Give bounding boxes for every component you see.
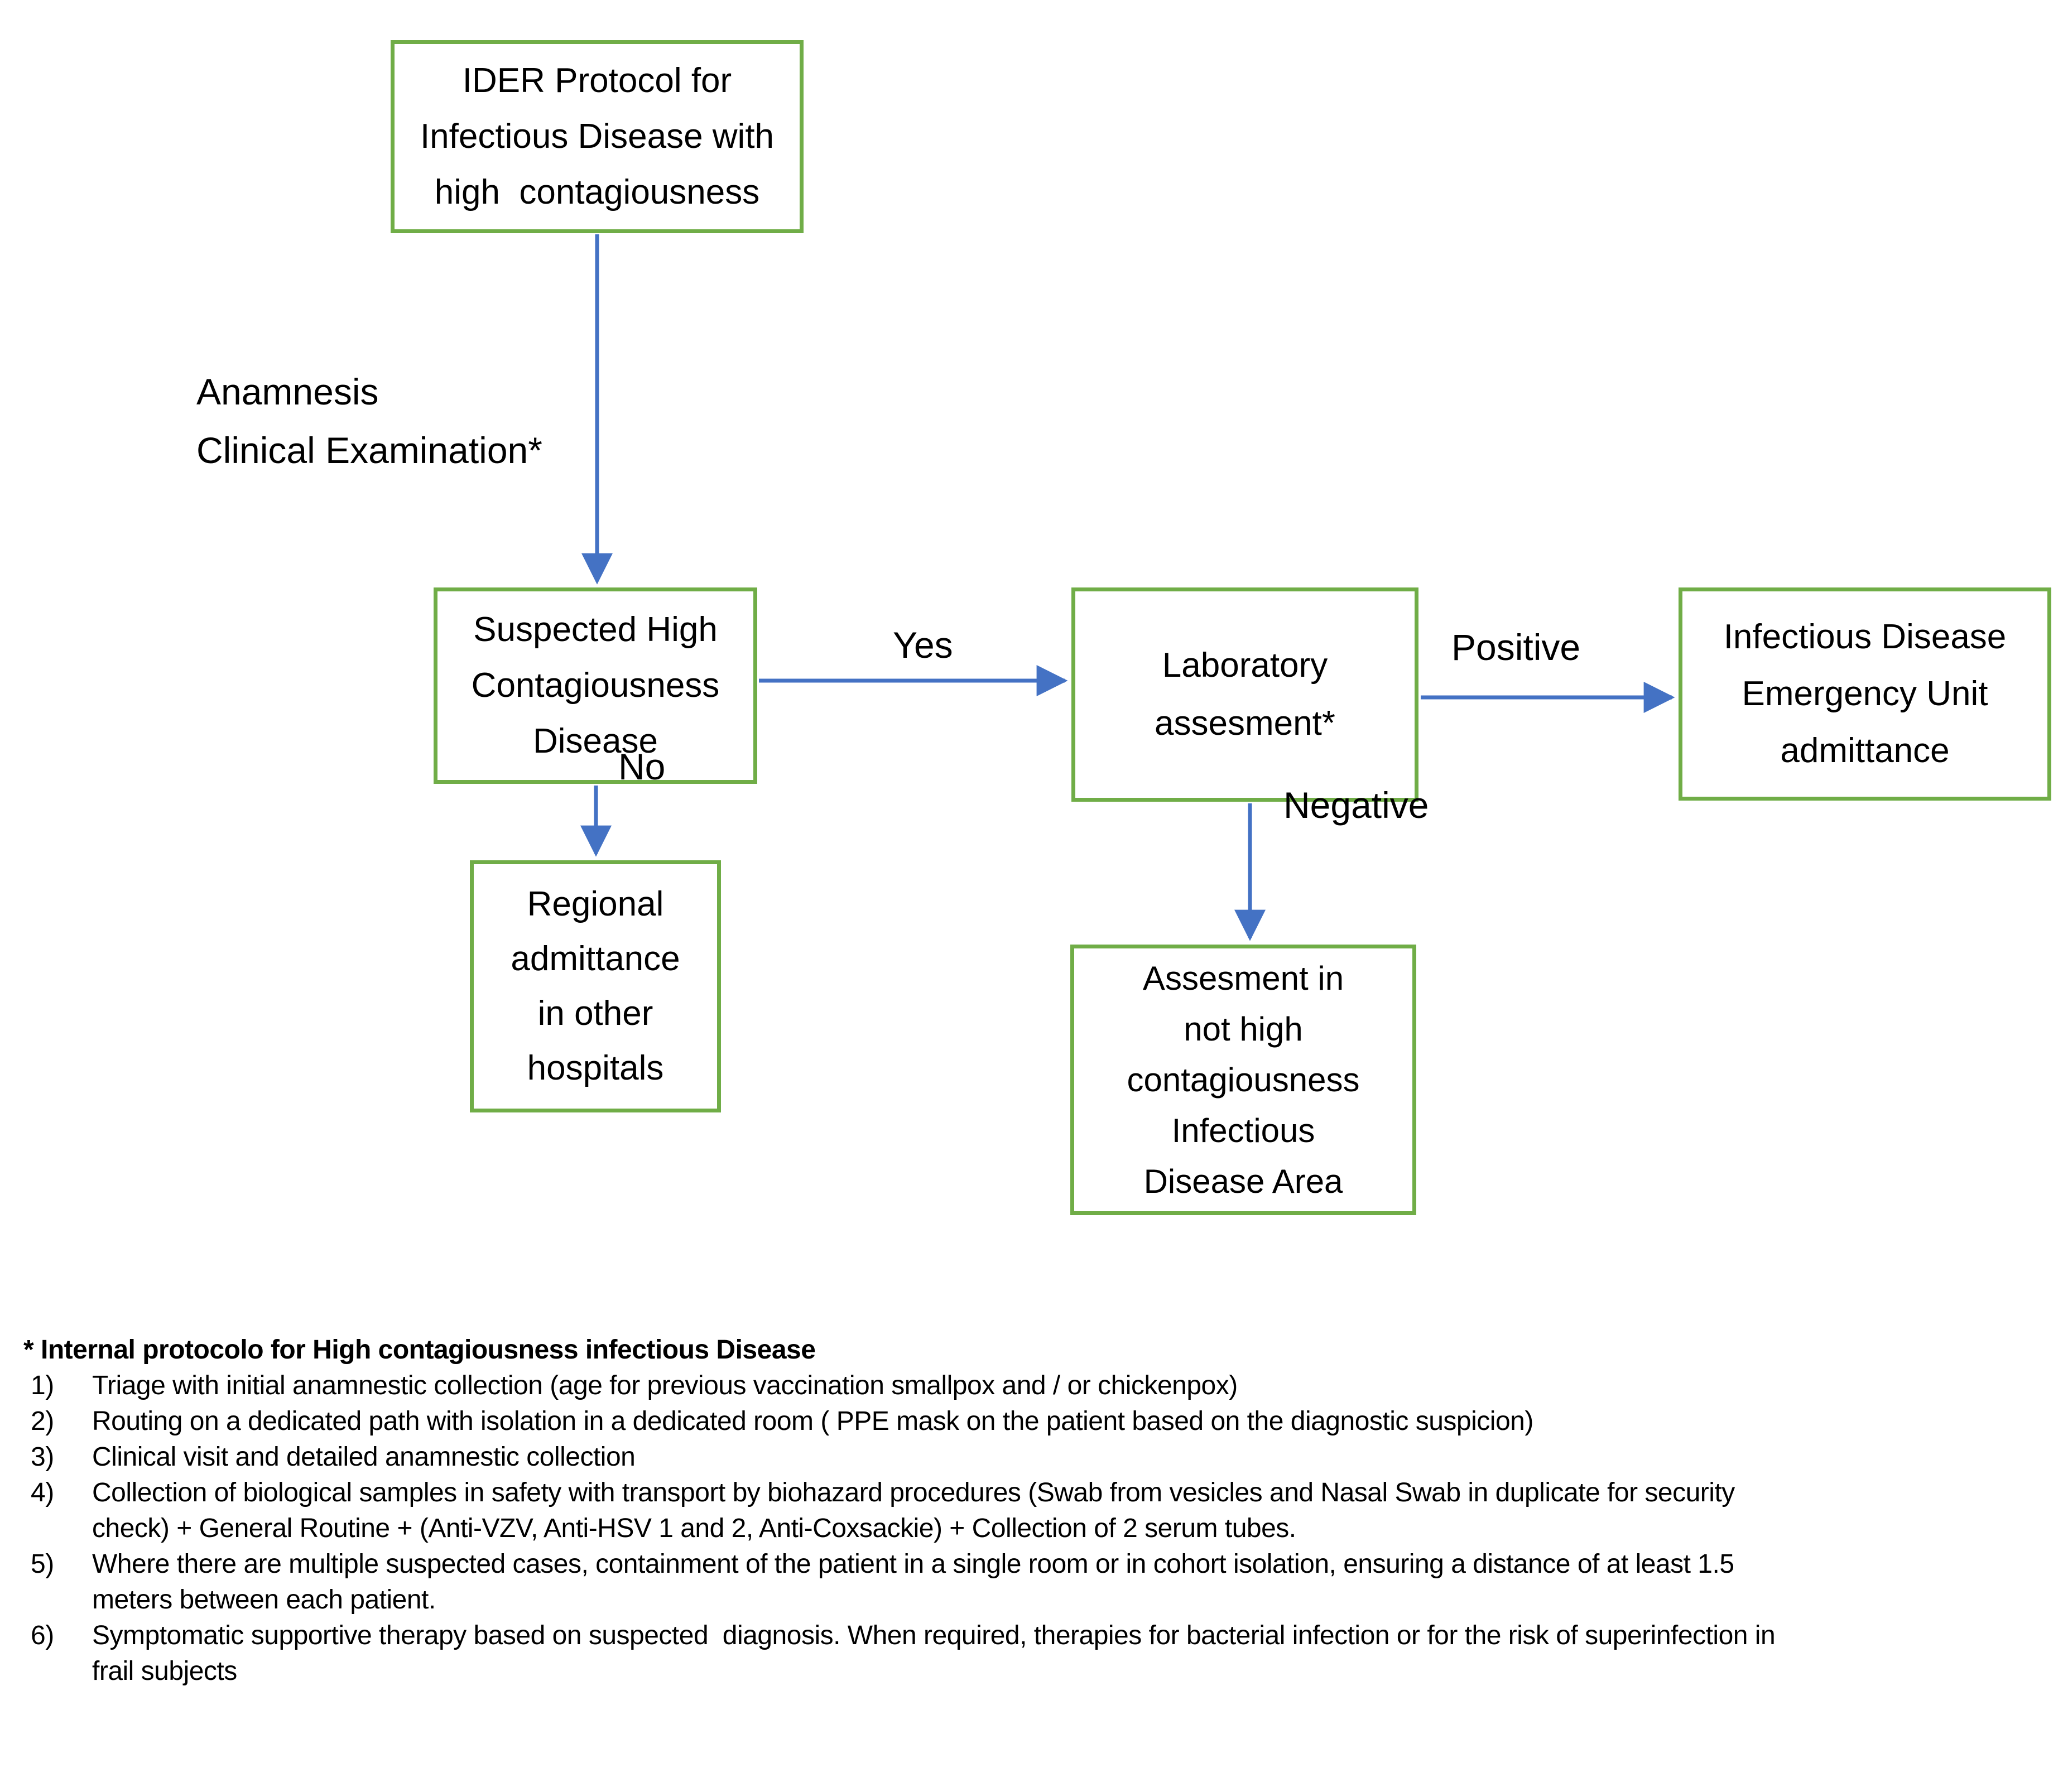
footnote-text-6: Symptomatic supportive therapy based on … — [92, 1621, 1782, 1686]
regional-box-line2: admittance — [511, 940, 680, 978]
assessment-box-line1: Assesment in — [1142, 960, 1344, 997]
anamnesis-label-line1: Anamnesis — [196, 371, 379, 412]
suspected-box-line1: Suspected High — [473, 610, 718, 649]
footnote-item-3: 3) Clinical visit and detailed anamnesti… — [23, 1439, 1781, 1475]
footnote-item-2: 2) Routing on a dedicated path with isol… — [23, 1404, 1781, 1439]
protocol-box: IDER Protocol for Infectious Disease wit… — [391, 40, 804, 233]
footnote-number-6: 6) — [31, 1621, 54, 1650]
assessment-area-box: Assesment in not high contagiousness Inf… — [1070, 945, 1416, 1215]
emergency-box-line3: admittance — [1780, 731, 1950, 770]
footnote-number-2: 2) — [31, 1406, 54, 1436]
laboratory-assessment-box: Laboratory assesment* — [1071, 587, 1418, 802]
no-edge-label: No — [618, 746, 666, 787]
regional-box-line3: in other — [537, 994, 653, 1033]
regional-box-line1: Regional — [527, 885, 664, 923]
regional-admittance-box: Regional admittance in other hospitals — [470, 860, 721, 1112]
footnotes-section: * Internal protocolo for High contagious… — [23, 1332, 1781, 1689]
emergency-box-line1: Infectious Disease — [1723, 618, 2007, 656]
negative-edge-label: Negative — [1283, 784, 1429, 826]
protocol-box-line2: Infectious Disease with — [420, 117, 775, 156]
assessment-box-line4: Infectious — [1171, 1112, 1315, 1149]
footnote-item-5: 5) Where there are multiple suspected ca… — [23, 1547, 1781, 1618]
positive-edge-label: Positive — [1451, 627, 1581, 668]
protocol-box-line1: IDER Protocol for — [462, 61, 732, 100]
laboratory-box-line2: assesment* — [1155, 704, 1335, 743]
footnote-item-1: 1) Triage with initial anamnestic collec… — [23, 1368, 1781, 1404]
suspected-box-line3: Disease — [533, 722, 658, 760]
footnote-number-4: 4) — [31, 1478, 54, 1507]
suspected-disease-box: Suspected High Contagiousness Disease — [434, 587, 757, 784]
footnote-text-3: Clinical visit and detailed anamnestic c… — [92, 1442, 636, 1472]
emergency-box-line2: Emergency Unit — [1742, 675, 1988, 713]
assessment-box-line3: contagiousness — [1127, 1061, 1360, 1099]
footnote-number-5: 5) — [31, 1549, 54, 1579]
footnote-item-4: 4) Collection of biological samples in s… — [23, 1475, 1781, 1547]
footnote-item-6: 6) Symptomatic supportive therapy based … — [23, 1618, 1781, 1689]
footnote-text-2: Routing on a dedicated path with isolati… — [92, 1406, 1533, 1436]
suspected-box-line2: Contagiousness — [471, 666, 720, 705]
regional-box-line4: hospitals — [527, 1049, 664, 1087]
yes-edge-label: Yes — [893, 624, 953, 666]
footnotes-header: * Internal protocolo for High contagious… — [23, 1335, 816, 1365]
footnote-number-3: 3) — [31, 1442, 54, 1472]
protocol-box-line3: high contagiousness — [434, 173, 760, 211]
footnote-text-1: Triage with initial anamnestic collectio… — [92, 1371, 1238, 1400]
footnote-number-1: 1) — [31, 1371, 54, 1400]
anamnesis-label-line2: Clinical Examination* — [196, 430, 542, 471]
emergency-unit-box: Infectious Disease Emergency Unit admitt… — [1679, 587, 2051, 801]
laboratory-box-line1: Laboratory — [1162, 646, 1328, 685]
anamnesis-label: Anamnesis Clinical Examination* — [196, 363, 542, 480]
footnote-text-4: Collection of biological samples in safe… — [92, 1478, 1742, 1543]
assessment-box-line5: Disease Area — [1143, 1163, 1343, 1200]
assessment-box-line2: not high — [1184, 1010, 1303, 1048]
footnote-text-5: Where there are multiple suspected cases… — [92, 1549, 1742, 1615]
